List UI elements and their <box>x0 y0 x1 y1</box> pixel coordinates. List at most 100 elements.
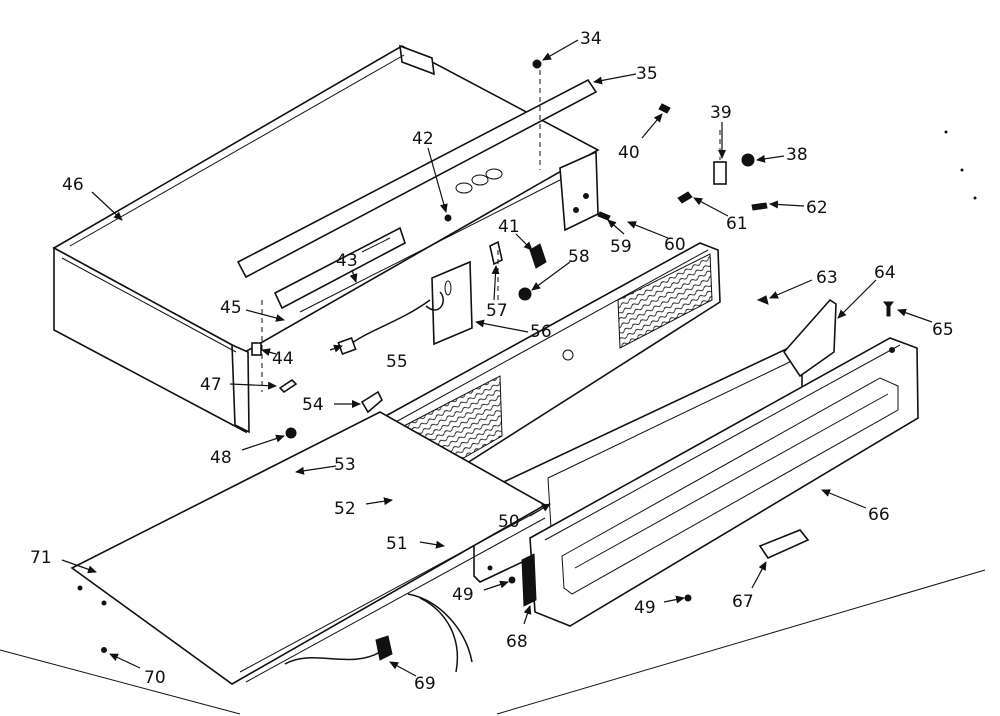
screw-part-49 <box>508 576 516 584</box>
part-label-59: 59 <box>610 237 632 257</box>
bracket-hole <box>573 207 579 213</box>
mount-bracket-part-56 <box>431 260 473 346</box>
screw-part-49 <box>684 594 692 602</box>
part-label-56: 56 <box>530 322 552 342</box>
bracket-slot <box>444 280 452 296</box>
knob-part-58 <box>518 287 532 301</box>
ground-line-left <box>0 649 241 715</box>
leader-59 <box>607 219 625 235</box>
housing-front <box>53 246 247 434</box>
part-label-68: 68 <box>506 632 528 652</box>
housing-front-flange <box>231 343 250 434</box>
leader-42 <box>427 147 448 213</box>
part-label-67: 67 <box>732 592 754 612</box>
part-label-34: 34 <box>580 29 602 49</box>
part-label-49-a: 49 <box>452 585 474 605</box>
leader-lines <box>61 39 933 677</box>
bracket-part-47 <box>278 378 298 394</box>
wire-loop <box>425 291 444 311</box>
leader-40 <box>641 113 663 139</box>
part-label-52: 52 <box>334 499 356 519</box>
part-label-45: 45 <box>220 298 242 318</box>
part-label-69: 69 <box>414 674 436 694</box>
front-frame-part-66 <box>529 337 919 627</box>
plate-hole <box>77 585 83 591</box>
frame-outer <box>529 337 919 627</box>
scan-speckle <box>944 130 948 134</box>
leader-69 <box>389 661 417 677</box>
clip-part-63 <box>756 295 769 305</box>
housing-inner-rail <box>299 179 561 313</box>
part-label-39: 39 <box>710 103 732 123</box>
leader-52 <box>365 497 393 506</box>
right-grille <box>617 253 713 349</box>
bottom-plate-rail <box>239 509 541 673</box>
part-label-43: 43 <box>336 251 358 271</box>
leader-43 <box>349 269 358 283</box>
scan-speckle <box>973 196 977 200</box>
wire-harness <box>407 593 473 663</box>
cable-part-55 <box>347 299 431 347</box>
trim-strip-part-35 <box>236 78 598 279</box>
part-labels: 34 35 40 39 38 46 42 62 61 41 60 59 58 4… <box>30 29 954 694</box>
screw-part-34 <box>532 59 542 69</box>
part-label-60: 60 <box>664 235 686 255</box>
part-label-44: 44 <box>272 349 294 369</box>
leader-68 <box>523 605 532 625</box>
frame-lip <box>544 344 901 541</box>
screw-part-61 <box>677 191 693 204</box>
part-label-70: 70 <box>144 668 166 688</box>
part-label-50: 50 <box>498 512 520 532</box>
part-label-63: 63 <box>816 268 838 288</box>
edge-strip-part-64 <box>782 298 837 378</box>
part-label-42: 42 <box>412 129 434 149</box>
wire-harness <box>419 597 458 673</box>
leader-50 <box>529 503 551 517</box>
switch-part-39 <box>713 161 727 185</box>
housing-front-rim <box>61 257 237 353</box>
part-label-35: 35 <box>636 64 658 84</box>
leader-34 <box>542 39 579 61</box>
leader-49-b <box>663 595 685 604</box>
leader-49-a <box>483 580 509 591</box>
panel-hole <box>487 565 493 571</box>
leader-47 <box>229 381 277 390</box>
part-label-66: 66 <box>868 505 890 525</box>
connector-part-54 <box>360 390 383 414</box>
leader-70 <box>109 653 141 669</box>
hinge-part-68 <box>521 553 537 607</box>
plate-hole <box>101 600 107 606</box>
part-label-53: 53 <box>334 455 356 475</box>
leader-63 <box>769 279 813 299</box>
power-cord-part-69 <box>284 651 381 665</box>
part-label-61: 61 <box>726 214 748 234</box>
scan-speckle <box>960 168 964 172</box>
part-label-57: 57 <box>486 301 508 321</box>
vent-hole <box>455 182 473 194</box>
screw-part-70 <box>101 647 107 653</box>
part-label-64: 64 <box>874 263 896 283</box>
leader-41 <box>515 233 533 251</box>
part-label-51: 51 <box>386 534 408 554</box>
screw-part-40 <box>658 103 671 114</box>
leader-64 <box>837 279 877 319</box>
screw-part-42 <box>444 214 452 222</box>
leader-66 <box>821 489 867 509</box>
part-label-55: 55 <box>386 352 408 372</box>
channel-slot <box>361 237 391 253</box>
pin-part-62 <box>751 202 768 211</box>
part-label-58: 58 <box>568 247 590 267</box>
housing-part-46 <box>52 44 600 434</box>
part-label-54: 54 <box>302 395 324 415</box>
handle-part-67 <box>758 529 810 560</box>
plug-part-69 <box>375 635 393 661</box>
panel-edge <box>391 249 709 425</box>
part-label-38: 38 <box>786 145 808 165</box>
leader-44 <box>261 348 277 357</box>
channel-part-43 <box>273 226 406 310</box>
part-label-47: 47 <box>200 375 222 395</box>
part-label-49-b: 49 <box>634 598 656 618</box>
frame-inner <box>561 377 899 595</box>
housing-top-rim <box>69 54 405 247</box>
